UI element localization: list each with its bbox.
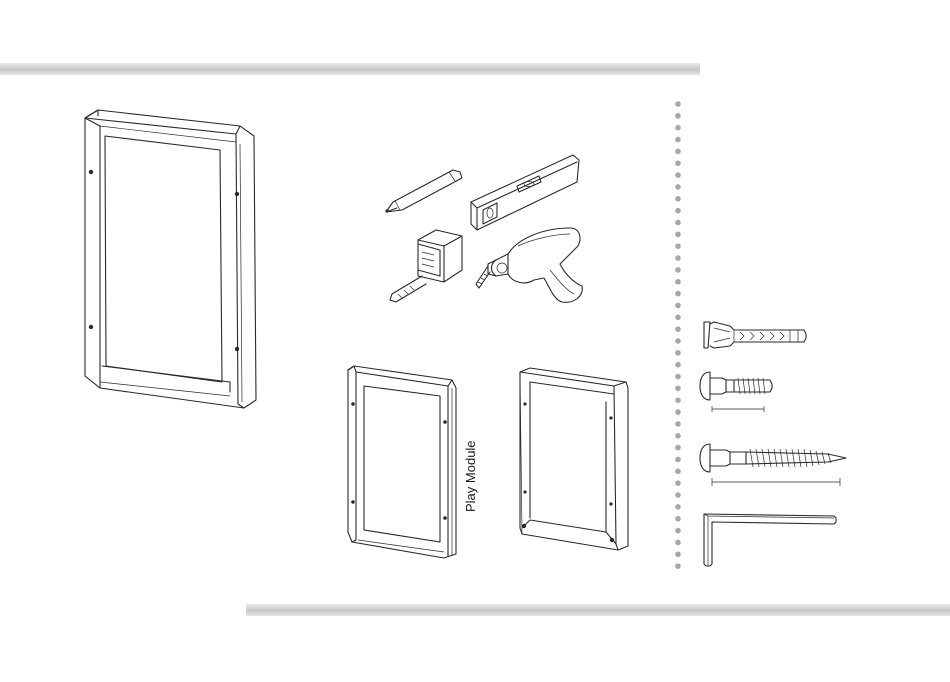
frame-illustration [516, 368, 632, 550]
divider-dot [675, 267, 681, 273]
divider-dot [675, 315, 681, 321]
pencil-icon [383, 168, 465, 216]
divider-dot [675, 528, 681, 534]
divider-dot [675, 516, 681, 522]
header-bar [0, 63, 700, 75]
divider-dot [675, 255, 681, 261]
divider-dot [675, 326, 681, 332]
divider-dot [675, 184, 681, 190]
divider-dot [675, 480, 681, 486]
divider-dot [675, 386, 681, 392]
divider-dot [675, 504, 681, 510]
divider-dot [675, 457, 681, 463]
divider-dot [675, 445, 681, 451]
divider-dot [675, 350, 681, 356]
divider-dot [675, 208, 681, 214]
divider-dot [675, 232, 681, 238]
divider-dot [675, 433, 681, 439]
tape-measure-icon [388, 224, 466, 306]
divider-dot [675, 469, 681, 475]
divider-dot [675, 113, 681, 119]
divider-dot [675, 243, 681, 249]
divider-dot [675, 563, 681, 569]
divider-dot [675, 172, 681, 178]
long-screw-icon [700, 442, 850, 488]
divider-dot [675, 552, 681, 558]
divider-dot [675, 492, 681, 498]
divider-dot [675, 137, 681, 143]
short-bolt-icon [700, 370, 780, 414]
dotted-divider [674, 100, 682, 576]
divider-dot [675, 362, 681, 368]
divider-dot [675, 421, 681, 427]
footer-bar [246, 604, 950, 616]
divider-dot [675, 374, 681, 380]
divider-dot [675, 101, 681, 107]
divider-dot [675, 540, 681, 546]
divider-dot [675, 149, 681, 155]
divider-dot [675, 291, 681, 297]
divider-dot [675, 196, 681, 202]
divider-dot [675, 220, 681, 226]
power-drill-icon [474, 224, 586, 306]
assembled-cabinet-illustration [80, 104, 265, 414]
divider-dot [675, 125, 681, 131]
allen-key-icon [700, 510, 840, 568]
divider-dot [675, 397, 681, 403]
divider-dot [675, 160, 681, 166]
divider-dot [675, 338, 681, 344]
wall-plug-icon [700, 320, 812, 350]
divider-dot [675, 409, 681, 415]
divider-dot [675, 279, 681, 285]
play-module-panel-illustration [344, 362, 462, 562]
spirit-level-icon [469, 152, 581, 234]
play-module-label: Play Module [463, 440, 478, 512]
divider-dot [675, 303, 681, 309]
